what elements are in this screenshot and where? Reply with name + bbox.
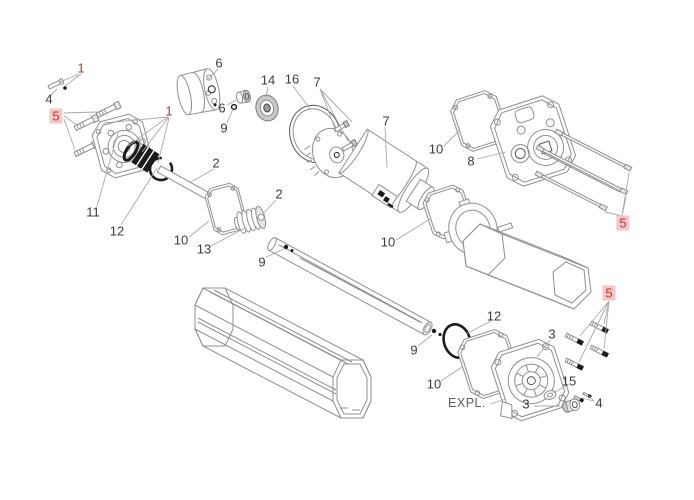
part-gearhead-8 [489,95,577,187]
part-screws-5-left [73,100,122,158]
part-motor-7 [304,119,437,213]
part-hex-tube [462,223,592,310]
part-screw-1-top-left [47,78,67,90]
part-pulley-13 [234,205,267,234]
leader-lines [50,68,630,407]
part-ring-9-a [230,103,238,111]
part-plug-3-b [562,398,581,413]
part-octagonal-tube [194,287,372,419]
part-round-tube [267,237,442,337]
part-screws-4-bottom [573,391,592,403]
part-screws-5-bottom-right [564,320,609,371]
part-bearing-14 [255,94,279,122]
part-rods-5-right [534,128,633,212]
part-head-3 [490,338,570,422]
